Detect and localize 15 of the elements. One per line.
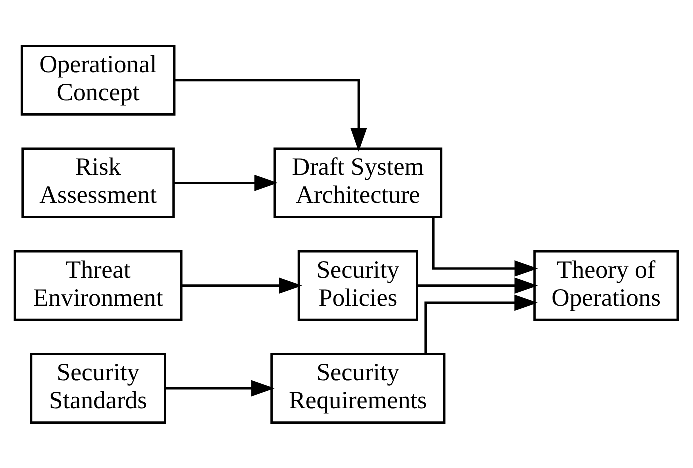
node-box: Operational Concept — [20, 44, 176, 116]
arrow — [165, 380, 275, 396]
node-box: Security Standards — [30, 352, 166, 424]
arrow — [174, 174, 278, 191]
arrow — [175, 78, 368, 152]
arrow — [432, 216, 538, 276]
node-box: Draft System Architecture — [274, 147, 443, 218]
arrow — [418, 277, 538, 294]
node-box: Security Policies — [298, 250, 418, 321]
node-box: Threat Environment — [14, 250, 183, 321]
node-box: Security Requirements — [270, 352, 446, 424]
arrow — [182, 277, 302, 294]
arrow — [424, 294, 538, 354]
node-box: Risk Assessment — [22, 147, 175, 218]
node-box: Theory of Operations — [534, 250, 680, 321]
